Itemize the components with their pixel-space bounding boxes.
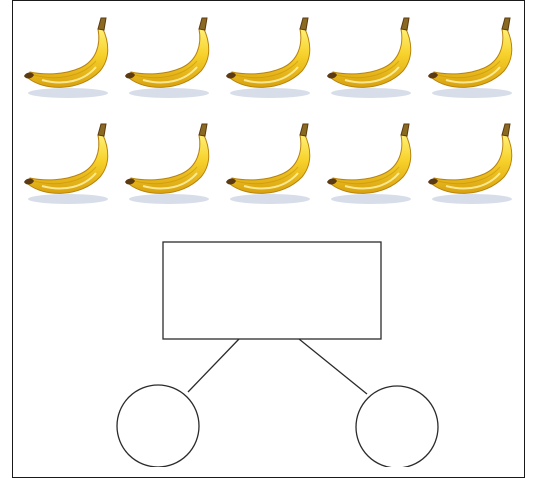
part-circle-right[interactable] xyxy=(356,386,438,467)
banana-icon xyxy=(428,124,512,204)
banana-icon xyxy=(226,18,310,98)
part-circle-left[interactable] xyxy=(117,385,199,467)
banana-icon xyxy=(428,18,512,98)
banana-row-2 xyxy=(24,124,512,204)
connector-right xyxy=(299,339,367,394)
number-bond-figure xyxy=(0,0,539,467)
banana-icon xyxy=(327,18,411,98)
banana-icon xyxy=(327,124,411,204)
banana-icon xyxy=(125,124,209,204)
banana-icon xyxy=(125,18,209,98)
connector-left xyxy=(188,339,239,392)
banana-icon xyxy=(226,124,310,204)
banana-icon xyxy=(24,18,108,98)
banana-row-1 xyxy=(24,18,512,98)
banana-icon xyxy=(24,124,108,204)
whole-box[interactable] xyxy=(163,242,381,339)
